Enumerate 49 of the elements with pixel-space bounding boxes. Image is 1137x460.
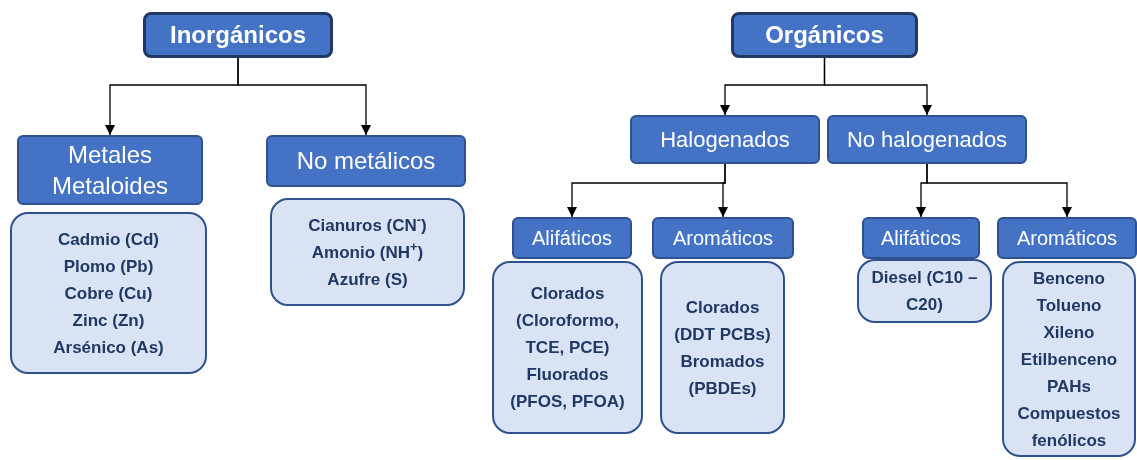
item-text: Bromados (PBDEs) bbox=[679, 350, 766, 400]
item-text: Alifáticos bbox=[880, 225, 962, 251]
category-box bbox=[731, 12, 918, 58]
item-text: No halogenados bbox=[845, 125, 1009, 154]
category-box bbox=[827, 115, 1027, 164]
item-text: Aromáticos bbox=[672, 225, 774, 251]
category-box bbox=[997, 217, 1137, 259]
item-text: Diesel (C10 – C20) bbox=[870, 267, 979, 316]
item-text: Plomo (Pb) bbox=[62, 255, 155, 278]
item-text: Etilbenceno bbox=[1019, 348, 1119, 371]
item-text: Metales Metaloides bbox=[50, 139, 170, 201]
category-box bbox=[143, 12, 333, 58]
category-box bbox=[630, 115, 820, 164]
item-text: No metálicos bbox=[295, 146, 437, 177]
list-box bbox=[660, 261, 785, 434]
list-box bbox=[857, 259, 992, 323]
list-box bbox=[1002, 261, 1136, 457]
item-text: Tolueno bbox=[1035, 294, 1103, 317]
item-text: Xileno bbox=[1042, 321, 1096, 344]
item-text: Fluorados (PFOS, PFOA) bbox=[509, 364, 626, 413]
item-text: Aromáticos bbox=[1016, 225, 1118, 251]
list-box bbox=[492, 261, 643, 434]
category-box bbox=[512, 217, 632, 259]
item-text: Clorados (Cloroformo, TCE, PCE) bbox=[515, 283, 620, 359]
list-box bbox=[270, 198, 465, 306]
item-text: Compuestos fenólicos bbox=[1016, 402, 1122, 452]
arrow bbox=[823, 57, 932, 116]
item-text: Halogenados bbox=[659, 125, 791, 154]
item-text: Orgánicos bbox=[764, 20, 885, 50]
item-text: Benceno bbox=[1032, 267, 1106, 290]
item-text: Cobre (Cu) bbox=[63, 282, 154, 305]
item-text: Clorados (DDT PCBs) bbox=[673, 296, 772, 346]
arrow bbox=[718, 163, 728, 218]
item-text: Cadmio (Cd) bbox=[56, 228, 160, 251]
category-box bbox=[266, 135, 466, 187]
category-box bbox=[862, 217, 980, 259]
item-text: Inorgánicos bbox=[169, 20, 307, 50]
category-box bbox=[17, 135, 203, 205]
item-text: Azufre (S) bbox=[326, 268, 409, 291]
arrow bbox=[926, 163, 1072, 218]
item-text: Cianuros (CN$^{-}$) bbox=[307, 211, 428, 237]
item-text: Arsénico (As) bbox=[52, 336, 165, 359]
item-text: Zinc (Zn) bbox=[71, 309, 146, 332]
item-text: Alifáticos bbox=[531, 225, 613, 251]
category-box bbox=[652, 217, 794, 259]
item-text: PAHs bbox=[1045, 375, 1093, 398]
arrow bbox=[237, 57, 371, 136]
item-text: Amonio (NH$^{+}$) bbox=[310, 238, 425, 264]
list-box bbox=[10, 212, 207, 374]
